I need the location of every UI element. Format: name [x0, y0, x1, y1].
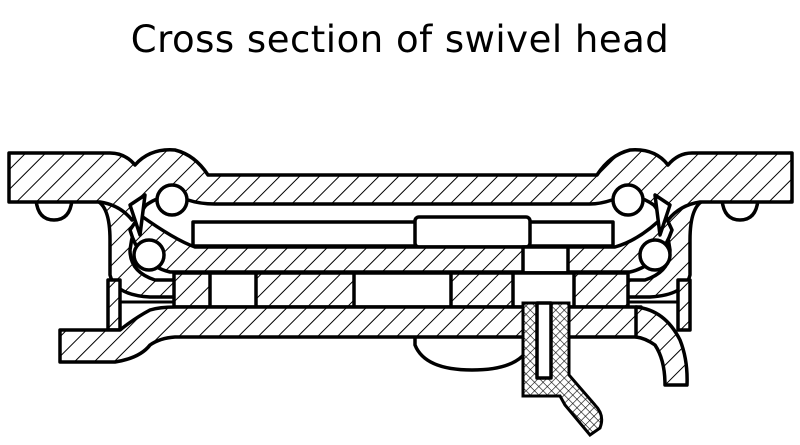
upper-left-ball [155, 183, 189, 217]
top-plate [7, 148, 794, 222]
plate-hole-2 [352, 271, 453, 309]
inner-cavity [191, 220, 615, 248]
lower-left-ball [132, 238, 166, 272]
grease-channel [535, 301, 553, 380]
left-rivet-head [34, 198, 74, 222]
diagram-title: Cross section of swivel head [130, 18, 670, 61]
right-outer-ring [676, 278, 692, 332]
right-seal [653, 193, 672, 237]
center-boss [413, 215, 532, 249]
left-outer-ring [106, 278, 122, 332]
lower-right-ball [638, 238, 672, 272]
right-fork-hook [634, 305, 689, 387]
plate-hole-1 [208, 271, 258, 309]
right-rivet-head [720, 198, 760, 222]
king-pin-bore [521, 245, 570, 275]
left-seal [128, 193, 147, 237]
upper-right-ball [611, 183, 645, 217]
bottom-dome [413, 333, 532, 372]
